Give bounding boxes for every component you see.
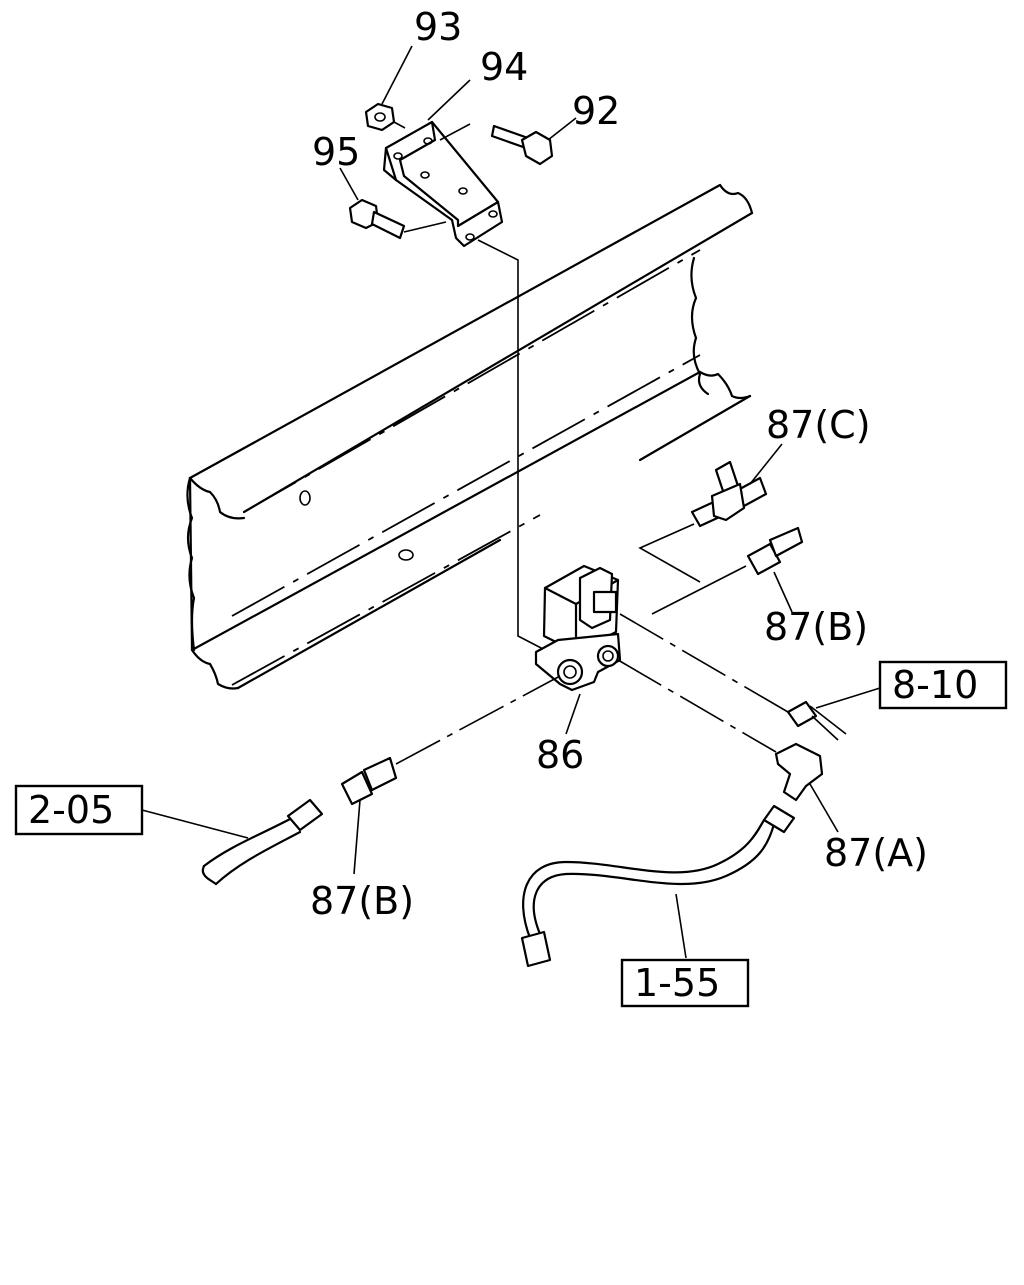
flange-bolt-upper — [439, 123, 554, 166]
hose-left — [201, 798, 324, 886]
callout-94: 94 — [480, 45, 528, 89]
hose-right — [520, 804, 796, 968]
ref-box-8-10[interactable]: 8-10 — [878, 660, 1008, 710]
straight-fitting-left — [340, 675, 561, 806]
solenoid-valve — [534, 564, 622, 692]
ref-box-1-55[interactable]: 1-55 — [620, 958, 750, 1008]
tee-fitting — [638, 460, 768, 583]
elbow-fitting — [617, 659, 824, 802]
ref-label-8-10: 8-10 — [892, 663, 978, 707]
ref-label-2-05: 2-05 — [28, 788, 114, 832]
callout-86: 86 — [536, 733, 584, 777]
straight-fitting-right — [651, 526, 804, 615]
mounting-bracket — [382, 120, 504, 248]
callout-87a: 87(A) — [824, 831, 928, 875]
electrical-connector — [619, 613, 847, 741]
flange-nut — [364, 102, 406, 132]
flange-bolt-lower — [348, 198, 447, 240]
callout-92: 92 — [572, 89, 620, 133]
leader-lines — [141, 45, 881, 959]
callout-93: 93 — [414, 5, 462, 49]
callout-87b-left: 87(B) — [310, 879, 414, 923]
callout-87c: 87(C) — [766, 403, 871, 447]
bracket-leader — [477, 239, 546, 651]
ref-label-1-55: 1-55 — [634, 961, 720, 1005]
callout-87b-right: 87(B) — [764, 605, 868, 649]
callout-95: 95 — [312, 130, 360, 174]
ref-box-2-05[interactable]: 2-05 — [14, 784, 144, 836]
frame-rail — [186, 183, 754, 690]
